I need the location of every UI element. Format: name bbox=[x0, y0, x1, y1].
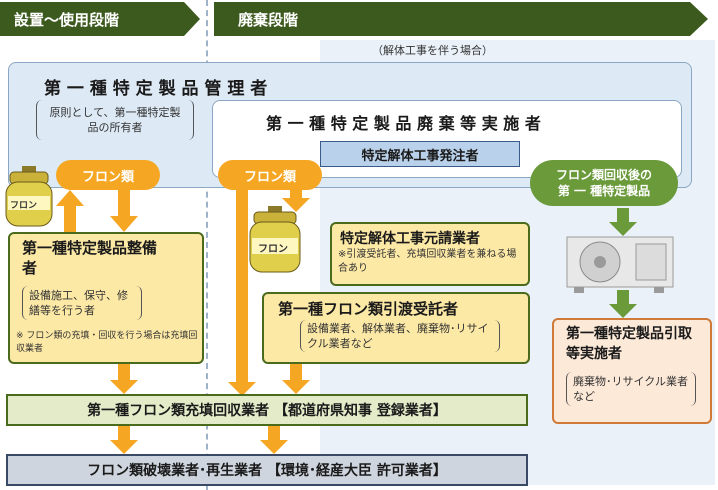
maintainer-title: 第一種特定製品整備者 bbox=[22, 239, 158, 277]
contractor-note: ※引渡受託者、充填回収業者を兼ねる場合あり bbox=[338, 249, 517, 274]
manager-title: 第 一 種 特 定 製 品 管 理 者 bbox=[44, 79, 268, 99]
taker-note: 廃棄物･リサイクル業者など bbox=[566, 372, 696, 406]
header-disposal: 廃棄段階 bbox=[238, 10, 299, 29]
gas-tank-icon-2 bbox=[249, 206, 301, 273]
taker-box bbox=[552, 318, 712, 424]
after-recovery-label: フロン類回収後の第 一 種特定製品 bbox=[530, 160, 678, 206]
delivery-title: 第一種フロン類引渡受託者 bbox=[278, 300, 459, 318]
phase-divider bbox=[206, 0, 208, 490]
destroyer-bar: フロン類破壊業者･再生業者 【環境･経産大臣 許可業者】 bbox=[6, 454, 528, 486]
delivery-note: 設備業者、解体業者、廃棄物･リサイクル業者など bbox=[300, 320, 500, 352]
contractor-box bbox=[330, 222, 530, 286]
tank-label-2: フロン bbox=[258, 244, 288, 255]
freon-label-2: フロン類 bbox=[218, 160, 322, 190]
maintainer-note: 設備施工、保守、修繕等を行う者 bbox=[22, 286, 142, 320]
taker-title: 第一種特定製品引取等実施者 bbox=[566, 326, 692, 362]
freon-label-1: フロン類 bbox=[56, 160, 160, 190]
orderer-box: 特定解体工事発注者 bbox=[320, 141, 520, 167]
manager-note: 原則として、第一種特定製品の所有者 bbox=[36, 100, 194, 140]
demolition-note: （解体工事を伴う場合） bbox=[372, 44, 493, 57]
tank-label-1: フロン bbox=[10, 201, 38, 211]
maintainer-footnote: ※ フロン類の充填・回収を行う場合は充填回収業者 bbox=[16, 331, 198, 354]
header-install: 設置～使用段階 bbox=[14, 10, 120, 29]
header-disposal-arrow bbox=[214, 2, 708, 36]
gas-tank-icon bbox=[5, 166, 53, 227]
outdoor-unit-icon bbox=[566, 236, 674, 293]
header-install-arrow bbox=[0, 2, 200, 36]
contractor-title: 特定解体工事元請業者 bbox=[340, 231, 480, 247]
delivery-box bbox=[262, 292, 530, 364]
filler-collector-bar: 第一種フロン類充填回収業者 【都道府県知事 登録業者】 bbox=[6, 394, 528, 426]
disposer-title: 第 一 種 特 定 製 品 廃 棄 等 実 施 者 bbox=[266, 114, 541, 133]
maintainer-box bbox=[8, 232, 204, 364]
